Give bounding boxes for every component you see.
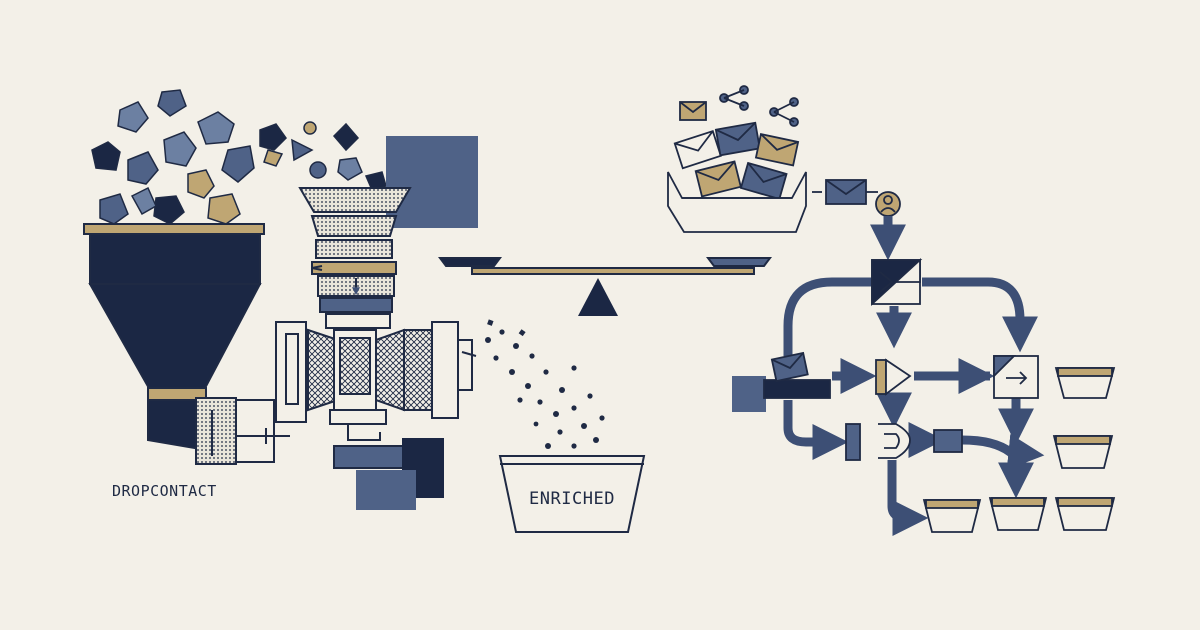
raw-data-chunks	[91, 89, 387, 225]
share-icon	[769, 97, 799, 127]
chunk	[99, 193, 129, 225]
flow-arrows	[783, 216, 1045, 536]
chunk	[163, 131, 197, 167]
chunk	[197, 111, 235, 145]
grinder-machine	[236, 136, 478, 510]
tray	[922, 499, 982, 533]
envelope-basket	[667, 85, 807, 233]
envelope-icon	[825, 179, 867, 205]
bin-label: ENRICHED	[529, 489, 615, 509]
enriched-particles	[485, 319, 605, 449]
share-icon	[719, 85, 749, 111]
flow-nodes	[732, 257, 1039, 461]
chunk	[127, 151, 159, 185]
chunk	[291, 138, 314, 162]
machine-label: DROPCONTACT	[112, 482, 217, 500]
intake-funnel	[83, 223, 275, 465]
chunk	[259, 123, 287, 151]
chunk	[332, 122, 360, 152]
tray	[1052, 435, 1114, 469]
chunk	[337, 157, 363, 181]
chunk	[153, 195, 185, 225]
tray	[1054, 497, 1116, 531]
chunk	[130, 186, 157, 216]
output-trays	[922, 367, 1116, 533]
tray	[1054, 367, 1116, 399]
chunk	[221, 145, 255, 183]
person-icon	[875, 191, 901, 217]
balance-scale	[438, 257, 772, 316]
enriched-bin	[498, 455, 646, 533]
chunk	[117, 101, 149, 133]
routing-flow	[812, 179, 901, 217]
chunk	[91, 141, 121, 171]
chunk	[207, 193, 241, 225]
chunk	[187, 169, 215, 199]
chunk	[303, 121, 317, 135]
chunk	[157, 89, 187, 117]
chunk	[309, 161, 327, 179]
chunk	[263, 149, 284, 167]
tray	[988, 497, 1048, 531]
